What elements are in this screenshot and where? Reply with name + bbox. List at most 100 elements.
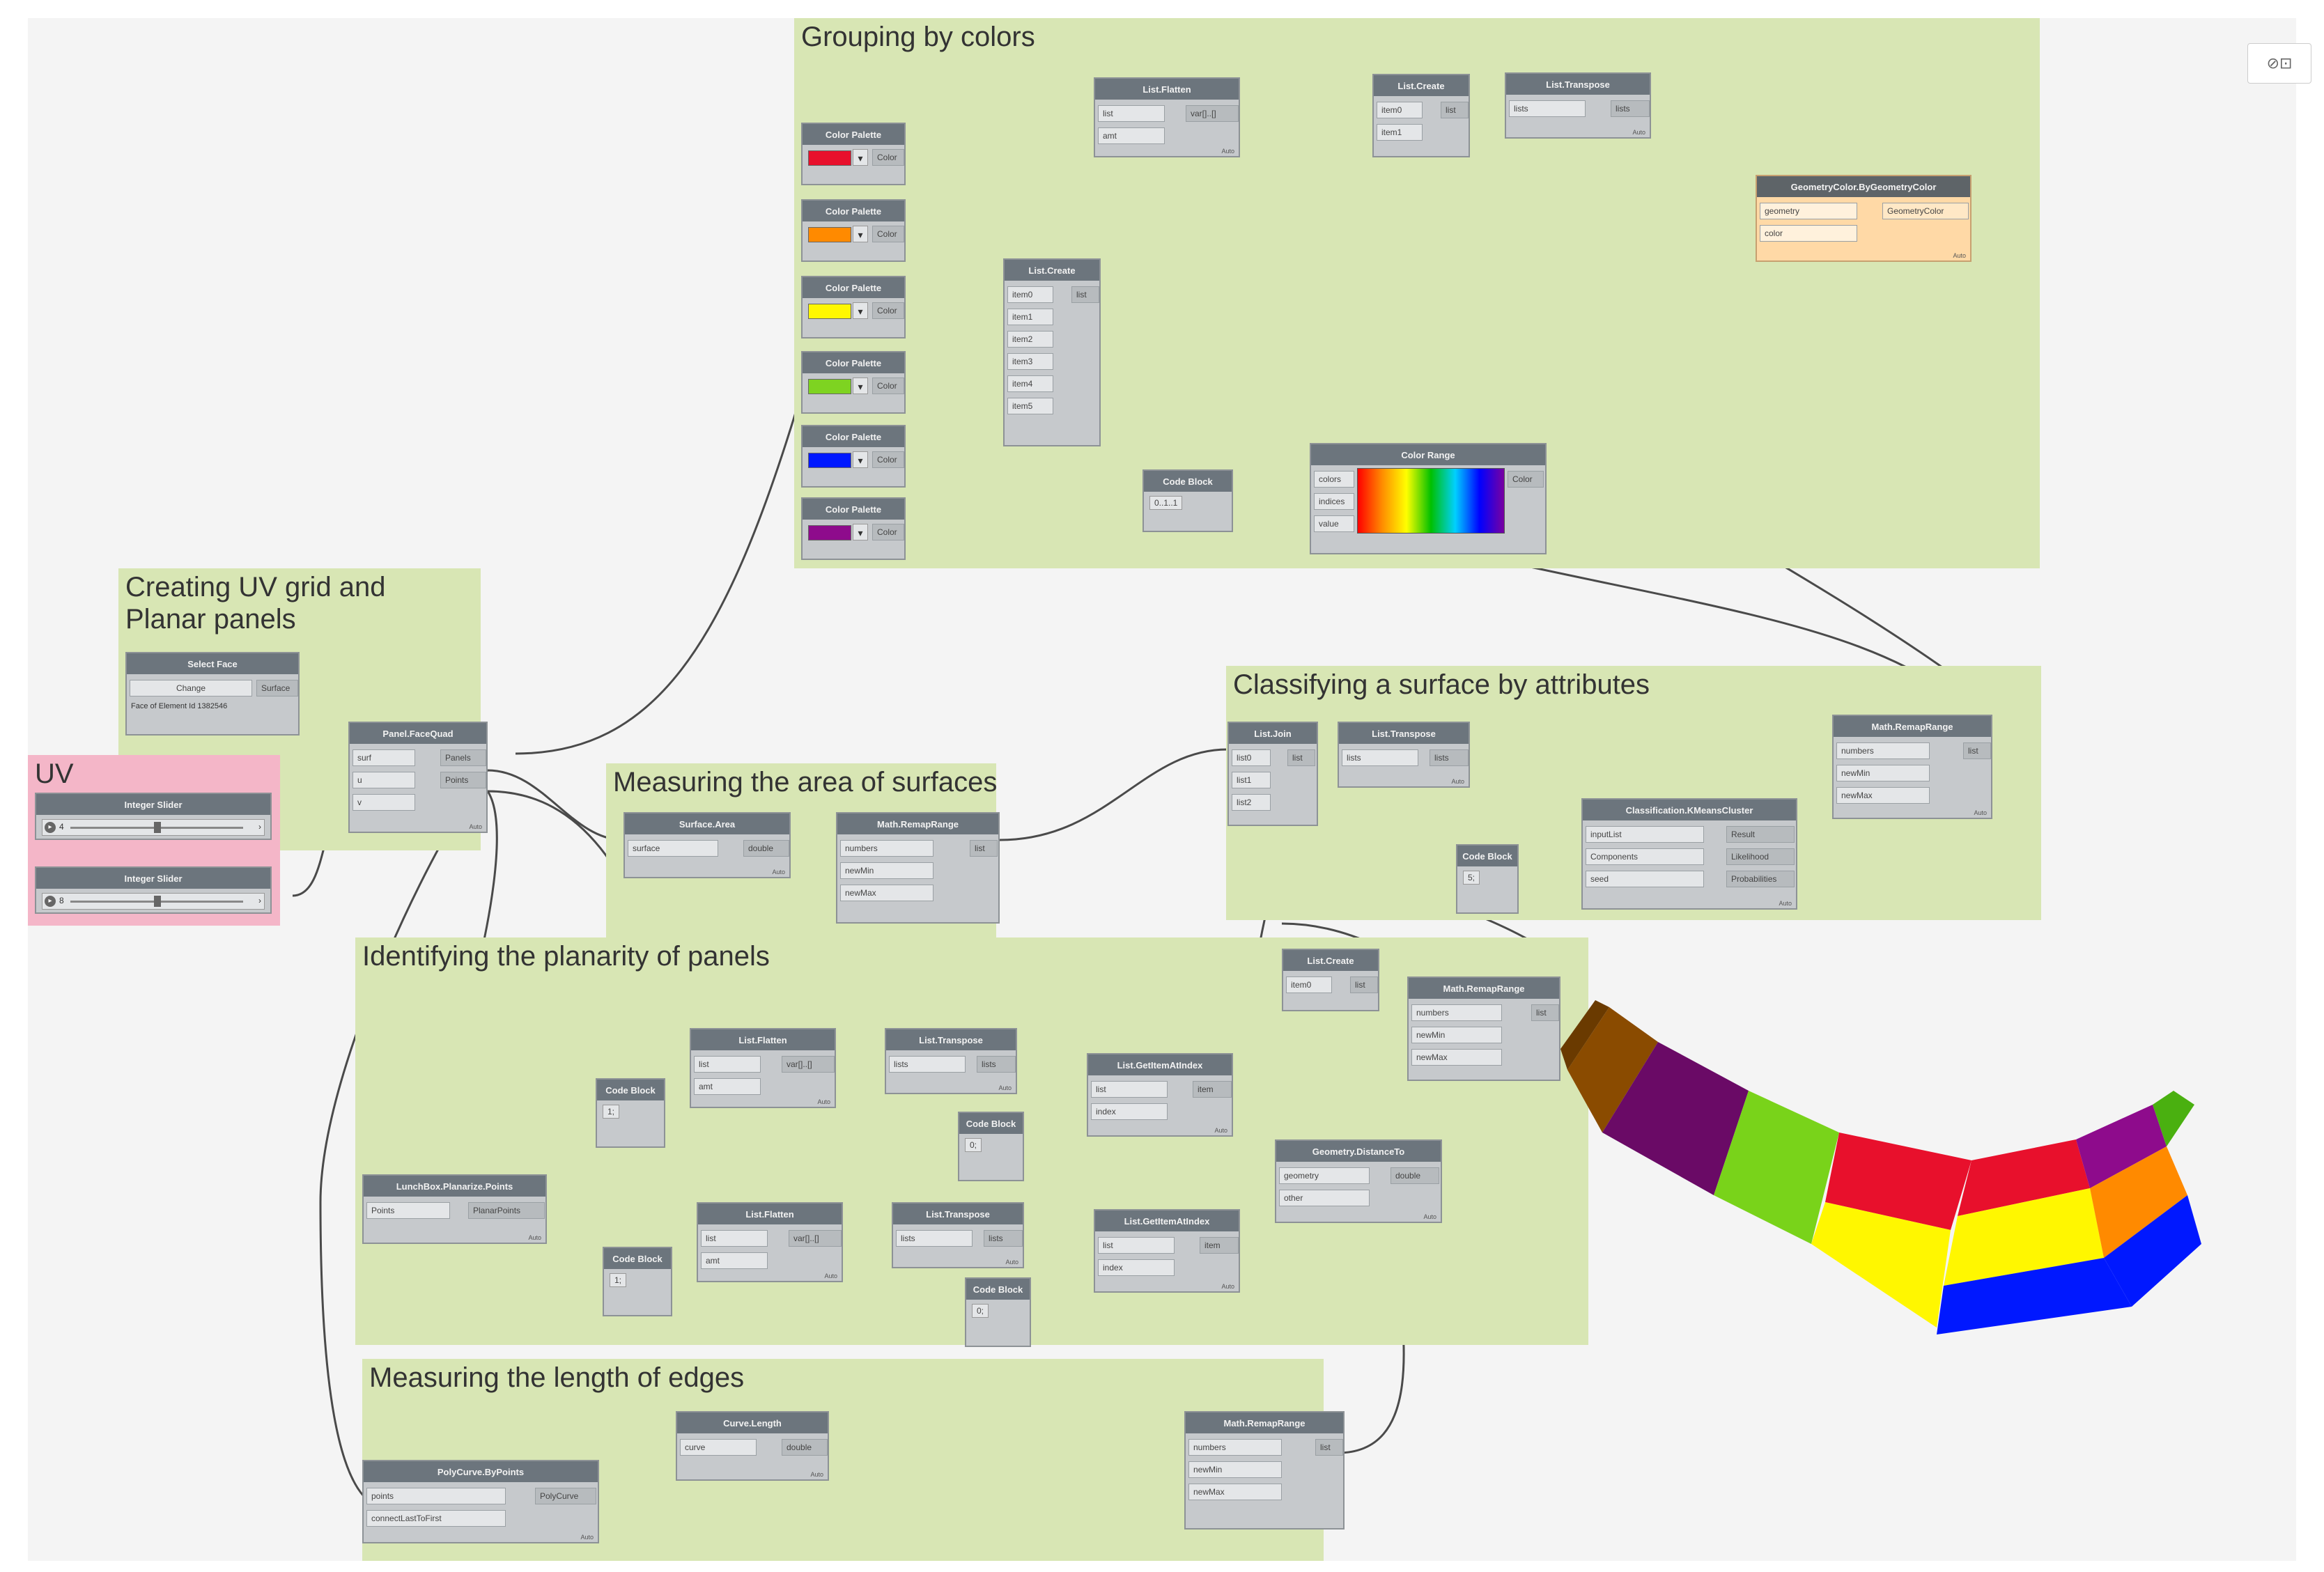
input-port[interactable]: amt (1098, 127, 1165, 144)
output-port[interactable]: Likelihood (1726, 848, 1795, 865)
input-port[interactable]: list1 (1232, 772, 1271, 788)
input-port[interactable]: numbers (1411, 1004, 1502, 1021)
input-port[interactable]: points (366, 1488, 506, 1504)
output-port[interactable]: Color (1508, 471, 1544, 488)
input-port[interactable]: list (1098, 105, 1165, 122)
chevron-right-icon[interactable]: › (258, 896, 261, 905)
output-port[interactable]: item (1200, 1237, 1239, 1254)
output-port[interactable]: list (1531, 1004, 1559, 1021)
input-port[interactable]: item1 (1377, 124, 1423, 141)
expand-icon[interactable]: ▸ (45, 896, 56, 907)
output-port[interactable]: GeometryColor (1882, 203, 1969, 219)
output-port[interactable]: double (782, 1439, 828, 1456)
slider-thumb[interactable] (154, 896, 161, 907)
classification-node[interactable]: Classification.KMeansCluster inputList C… (1581, 798, 1797, 910)
code-text[interactable]: 1; (603, 1105, 620, 1119)
output-port[interactable]: lists (977, 1056, 1016, 1073)
surface-area-node[interactable]: Surface.Area surface double Auto (623, 812, 791, 878)
list-flatten-node[interactable]: List.Flatten list amt var[]..[] Auto (690, 1028, 836, 1108)
input-port[interactable]: surf (353, 749, 415, 766)
list-flatten-node[interactable]: List.Flatten list amt var[]..[] Auto (1094, 77, 1240, 157)
input-port[interactable]: newMin (1836, 765, 1930, 781)
input-port[interactable]: lists (1342, 749, 1418, 766)
input-port[interactable]: curve (680, 1439, 757, 1456)
output-port[interactable]: Color (872, 149, 904, 166)
color-palette-node[interactable]: Color Palette ▾ Color (801, 123, 906, 185)
chevron-down-icon[interactable]: ▾ (853, 302, 868, 319)
input-port[interactable]: connectLastToFirst (366, 1510, 506, 1527)
output-port[interactable]: list (1071, 286, 1099, 303)
input-port[interactable]: newMin (840, 862, 934, 879)
output-port[interactable]: Color (872, 226, 904, 242)
input-port[interactable]: list0 (1232, 749, 1271, 766)
input-port[interactable]: geometry (1279, 1167, 1370, 1184)
input-port[interactable]: item2 (1007, 331, 1053, 348)
color-palette-node[interactable]: Color Palette ▾ Color (801, 351, 906, 414)
output-port[interactable]: Color (872, 524, 904, 540)
slider-thumb[interactable] (154, 822, 161, 833)
output-port[interactable]: Probabilities (1726, 871, 1795, 887)
input-port[interactable]: item3 (1007, 353, 1053, 370)
input-port[interactable]: item5 (1007, 398, 1053, 414)
input-port[interactable]: other (1279, 1190, 1370, 1206)
list-get-item-node[interactable]: List.GetItemAtIndex list index item Auto (1094, 1209, 1240, 1293)
select-face-node[interactable]: Select Face Change Surface Face of Eleme… (125, 652, 300, 736)
polycurve-node[interactable]: PolyCurve.ByPoints points connectLastToF… (362, 1460, 599, 1543)
code-text[interactable]: 0; (972, 1304, 989, 1318)
input-port[interactable]: item4 (1007, 375, 1053, 392)
input-port[interactable]: Points (366, 1202, 450, 1219)
output-port[interactable]: item (1193, 1081, 1232, 1098)
chevron-down-icon[interactable]: ▾ (853, 226, 868, 242)
input-port[interactable]: color (1760, 225, 1857, 242)
input-port[interactable]: newMax (840, 885, 934, 901)
input-port[interactable]: v (353, 794, 415, 811)
code-text[interactable]: 0; (965, 1138, 982, 1152)
input-port[interactable]: numbers (1836, 742, 1930, 759)
dynamo-canvas[interactable]: Grouping by colors Creating UV grid and … (28, 18, 2311, 1561)
input-port[interactable]: lists (1509, 100, 1586, 117)
output-port[interactable]: Color (872, 378, 904, 394)
input-port[interactable]: list (1091, 1081, 1168, 1098)
output-port[interactable]: list (1287, 749, 1315, 766)
input-port[interactable]: surface (628, 840, 718, 857)
remap-range-node[interactable]: Math.RemapRange numbers newMin newMax li… (1184, 1411, 1345, 1530)
geometry-color-node[interactable]: GeometryColor.ByGeometryColor geometry c… (1756, 175, 1971, 262)
output-port[interactable]: lists (1611, 100, 1650, 117)
color-palette-node[interactable]: Color Palette ▾ Color (801, 276, 906, 338)
output-port[interactable]: list (1315, 1439, 1343, 1456)
list-create-node[interactable]: List.Create item0 item1 list (1372, 74, 1470, 157)
list-get-item-node[interactable]: List.GetItemAtIndex list index item Auto (1087, 1053, 1233, 1137)
input-port[interactable]: item0 (1377, 102, 1423, 118)
output-port[interactable]: list (1350, 976, 1378, 993)
list-transpose-node[interactable]: List.Transpose lists lists Auto (892, 1202, 1024, 1268)
input-port[interactable]: inputList (1586, 826, 1704, 843)
input-port[interactable]: amt (701, 1252, 768, 1269)
code-block-node[interactable]: Code Block 1; (596, 1078, 665, 1148)
remap-range-node[interactable]: Math.RemapRange numbers newMin newMax li… (1407, 976, 1560, 1081)
input-port[interactable]: newMax (1836, 787, 1930, 804)
list-transpose-node[interactable]: List.Transpose lists lists Auto (1505, 72, 1651, 139)
output-port[interactable]: Panels (440, 749, 486, 766)
output-port[interactable]: Color (872, 451, 904, 468)
curve-length-node[interactable]: Curve.Length curve double Auto (676, 1411, 829, 1481)
list-transpose-node[interactable]: List.Transpose lists lists Auto (885, 1028, 1017, 1094)
input-port[interactable]: numbers (840, 840, 934, 857)
code-text[interactable]: 0..1..1 (1149, 496, 1183, 510)
output-port[interactable]: list (970, 840, 998, 857)
geometry-distance-node[interactable]: Geometry.DistanceTo geometry other doubl… (1275, 1139, 1442, 1223)
input-port[interactable]: colors (1314, 471, 1354, 488)
input-port[interactable]: newMax (1411, 1049, 1502, 1066)
code-text[interactable]: 5; (1463, 871, 1480, 885)
input-port[interactable]: Components (1586, 848, 1704, 865)
change-button[interactable]: Change (130, 680, 252, 696)
input-port[interactable]: geometry (1760, 203, 1857, 219)
expand-icon[interactable]: ▸ (45, 822, 56, 833)
code-block-node[interactable]: Code Block 0..1..1 (1142, 469, 1233, 532)
input-port[interactable]: list2 (1232, 794, 1271, 811)
output-port[interactable]: var[]..[] (782, 1056, 835, 1073)
code-block-node[interactable]: Code Block 0; (965, 1277, 1031, 1347)
input-port[interactable]: lists (896, 1230, 973, 1247)
chevron-down-icon[interactable]: ▾ (853, 451, 868, 468)
input-port[interactable]: item0 (1286, 976, 1332, 993)
input-port[interactable]: index (1098, 1259, 1175, 1276)
